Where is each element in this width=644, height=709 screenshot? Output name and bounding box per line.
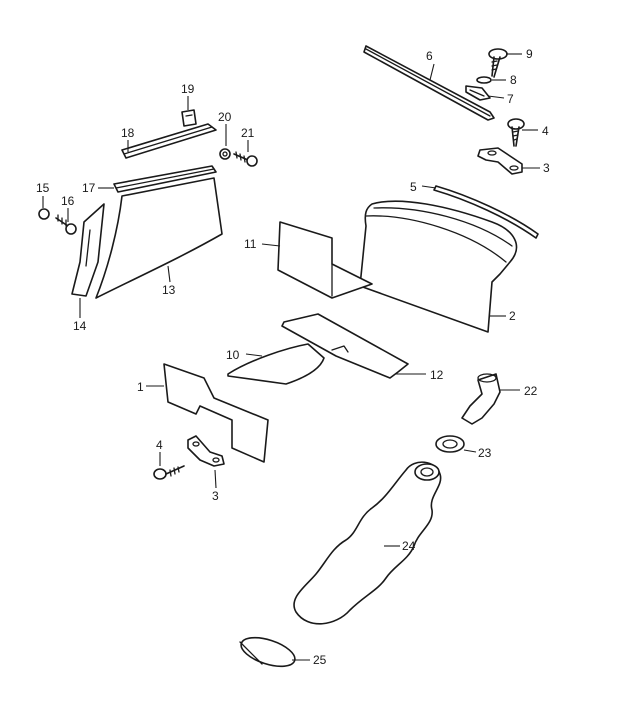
part-16-screw [55,214,77,235]
callout-3-top: 3 [543,161,550,175]
part-4-screw-bottom [153,465,185,480]
leader-lines [42,53,540,661]
callout-4-top: 4 [542,124,549,138]
part-23-ring [435,435,465,453]
part-21-screw [233,151,258,167]
callout-23: 23 [478,446,492,460]
callout-12: 12 [430,368,444,382]
callout-24: 24 [402,539,416,553]
callout-8: 8 [510,73,517,87]
callout-10: 10 [226,348,240,362]
part-11-panel [277,221,373,299]
part-9-screw [488,48,508,78]
part-7-clip [465,85,491,101]
callout-6: 6 [426,49,433,63]
callout-25: 25 [313,653,327,667]
callout-21: 21 [241,126,255,140]
callout-18: 18 [121,126,135,140]
callout-2: 2 [509,309,516,323]
callout-4-bottom: 4 [156,438,163,452]
part-14-pillar-trim [71,203,105,297]
callout-16: 16 [61,194,75,208]
part-4-screw-top [507,118,525,147]
callout-5: 5 [410,180,417,194]
callout-1: 1 [137,380,144,394]
part-15-washer [38,208,50,220]
part-24-hose [293,461,442,625]
callout-9: 9 [526,47,533,61]
callout-20: 20 [218,110,232,124]
callout-labels: 6 9 8 7 4 3 5 2 11 12 10 1 22 23 24 25 4… [36,47,550,667]
callout-7: 7 [507,92,514,106]
part-3-handle-top [477,147,523,175]
callout-17: 17 [82,181,96,195]
callout-15: 15 [36,181,50,195]
callout-14: 14 [73,319,87,333]
part-6-trim-strip [363,45,495,121]
part-17-trim-strip [113,165,217,193]
callout-11: 11 [244,237,257,251]
part-20-washer [219,148,231,160]
part-12-floor-mat [281,313,409,379]
part-5-rod [433,185,539,239]
part-18-trim-strip [121,123,217,159]
part-10-cover [227,343,325,385]
callout-19: 19 [181,82,195,96]
part-2-side-panel [359,200,518,333]
callout-22: 22 [524,384,538,398]
part-3-handle-bottom [187,435,225,467]
part-19-clip [181,109,197,127]
part-1-lower-panel [163,363,269,463]
callout-13: 13 [162,283,176,297]
part-13-quarter-panel [95,177,223,299]
part-8-washer [476,76,492,84]
part-25-clamp [239,636,296,668]
part-22-elbow [461,373,501,425]
callout-3-bottom: 3 [212,489,219,503]
